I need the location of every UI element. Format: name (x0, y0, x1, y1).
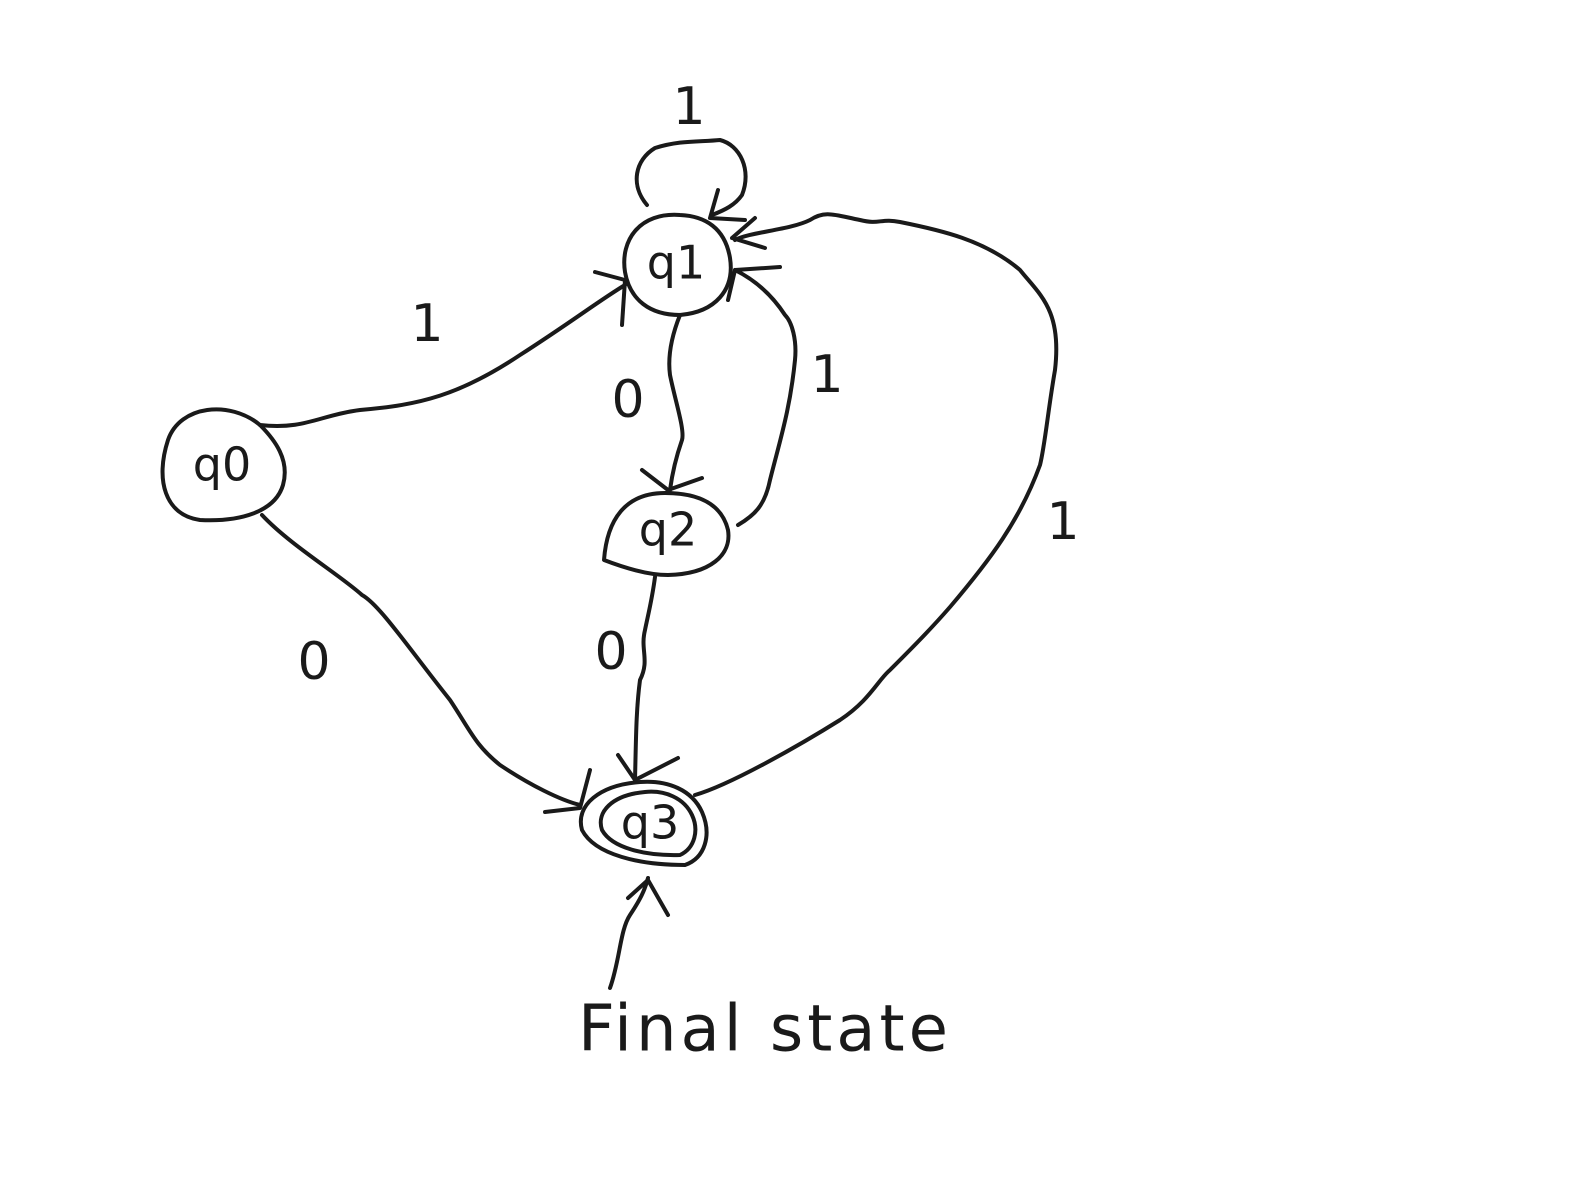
state-q1: q1 (622, 212, 733, 317)
state-q3-final: q3 (578, 779, 709, 867)
edge-q0-to-q3 (260, 513, 592, 814)
edge-q0-to-q1-label: 1 (410, 294, 443, 354)
state-q1-label: q1 (647, 236, 705, 290)
edge-q3-to-q1-label: 1 (1046, 492, 1079, 552)
edge-q1-self-loop-label: 1 (672, 77, 705, 137)
state-q0: q0 (160, 407, 287, 523)
state-q0-label: q0 (193, 438, 251, 492)
state-q2: q2 (602, 491, 731, 577)
final-state-pointer-arrow (608, 876, 670, 990)
edge-q2-to-q3-label: 0 (594, 622, 627, 682)
final-state-caption: Final state (578, 993, 952, 1067)
edge-q1-self-loop (634, 138, 748, 222)
edge-q2-to-q3 (616, 575, 680, 782)
edge-q2-to-q1-label: 1 (810, 345, 843, 405)
edge-q1-to-q2 (640, 313, 704, 492)
state-q3-label: q3 (621, 796, 679, 850)
state-q2-label: q2 (639, 503, 697, 557)
edge-q1-to-q2-label: 0 (611, 370, 644, 430)
edge-q3-to-q1 (693, 212, 1059, 797)
edge-q0-to-q1 (258, 270, 627, 428)
edge-q2-to-q1 (726, 265, 798, 527)
edge-q0-to-q3-label: 0 (297, 632, 330, 692)
